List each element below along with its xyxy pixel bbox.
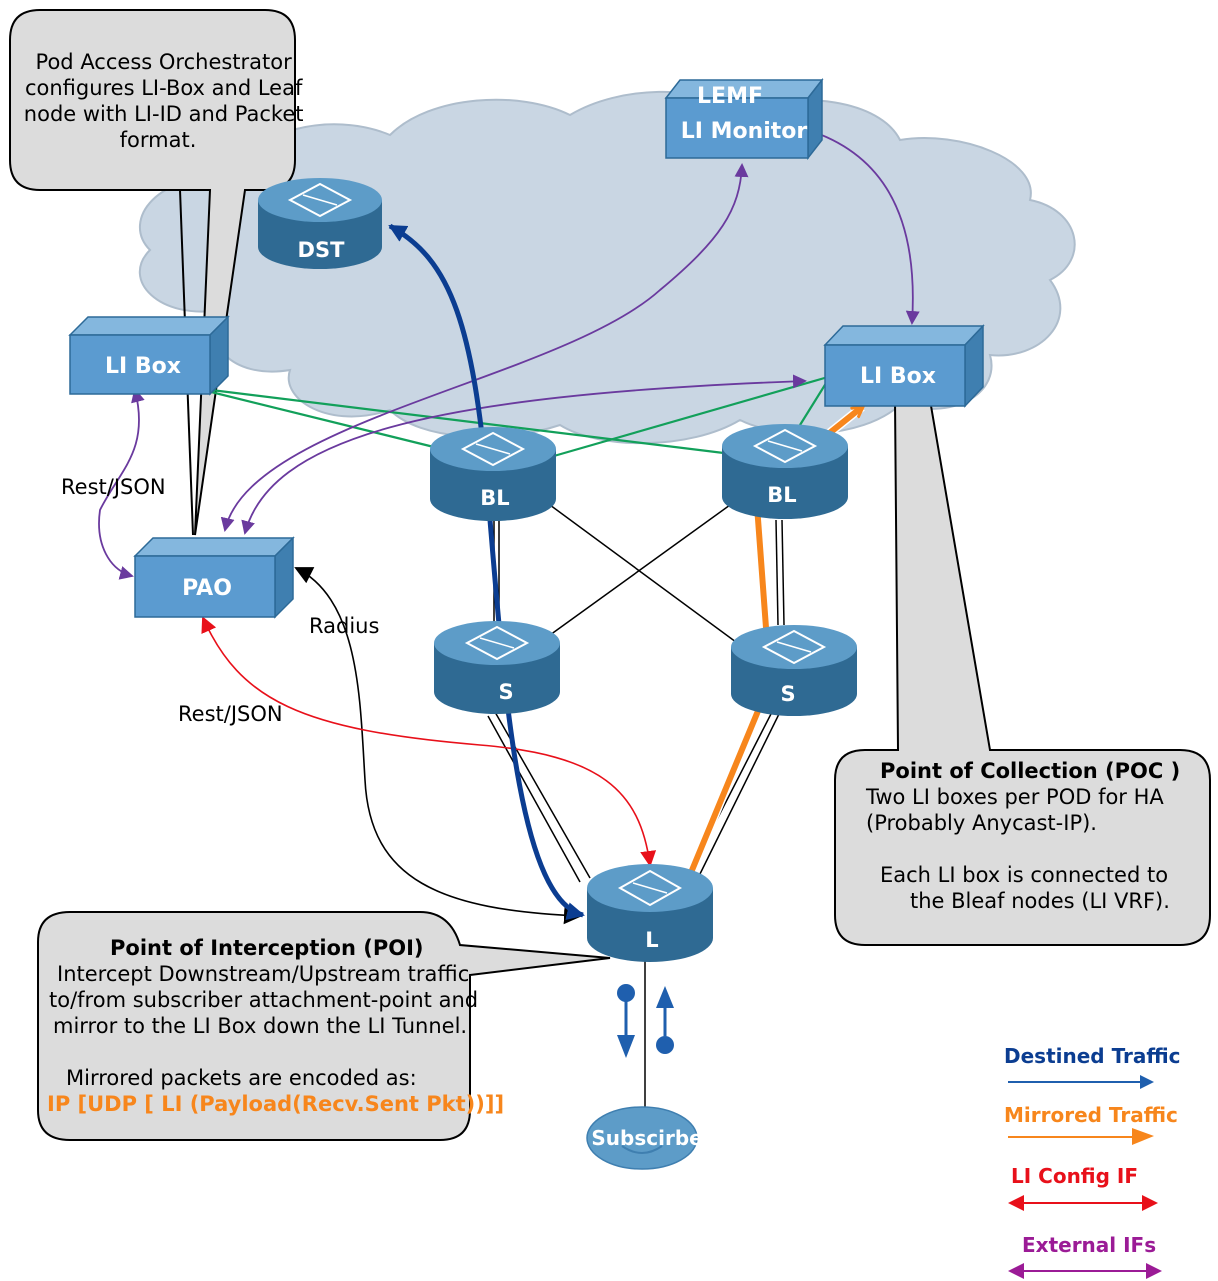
fabric-links xyxy=(487,504,785,1108)
li-box-right[interactable]: LI Box xyxy=(823,324,985,408)
poc-title: Point of Collection (POC ) xyxy=(880,759,1180,783)
subscriber-label: Subscirber xyxy=(591,1126,712,1150)
legend-external-label: External IFs xyxy=(1022,1233,1156,1257)
pao-label: PAO xyxy=(182,576,232,601)
poi-line-3: mirror to the LI Box down the LI Tunnel. xyxy=(53,1014,467,1038)
destined-traffic-path xyxy=(388,223,585,920)
rest-json-bottom-label: Rest/JSON xyxy=(178,702,283,726)
pao-box[interactable]: PAO xyxy=(133,536,295,619)
lemf-label: LEMF xyxy=(697,84,763,109)
leaf-router[interactable]: L xyxy=(587,864,713,962)
legend-mirrored-label: Mirrored Traffic xyxy=(1004,1103,1178,1127)
downstream-indicator-icon xyxy=(617,984,635,1058)
pao-note-line-1: Pod Access Orchestrator xyxy=(36,50,293,74)
poi-line-2: to/from subscriber attachment-point and xyxy=(49,988,478,1012)
pao-note-line-3: node with LI-ID and Packet xyxy=(24,102,304,126)
poc-line-2: (Probably Anycast-IP). xyxy=(866,811,1097,835)
li-monitor-label: LI Monitor xyxy=(681,119,808,144)
s-left-label: S xyxy=(498,680,513,704)
radius-label: Radius xyxy=(309,614,379,638)
li-box-right-label: LI Box xyxy=(860,364,936,389)
bl-router-left[interactable]: BL xyxy=(430,427,556,521)
lemf-li-monitor-box[interactable]: LEMF LI Monitor xyxy=(664,77,824,161)
dst-router[interactable]: DST xyxy=(258,178,382,269)
dst-label: DST xyxy=(298,238,346,262)
legend-li-config-label: LI Config IF xyxy=(1011,1164,1138,1188)
poi-line-1: Intercept Downstream/Upstream traffic xyxy=(57,962,469,986)
poi-encoding: IP [UDP [ LI (Payload(Recv.Sent Pkt))]] xyxy=(47,1092,504,1116)
poc-line-4: Each LI box is connected to xyxy=(880,863,1168,887)
s-right-label: S xyxy=(780,682,795,706)
poc-line-5: the Bleaf nodes (LI VRF). xyxy=(910,889,1170,913)
legend-mirrored-swatch xyxy=(1008,1128,1154,1145)
bl-left-label: BL xyxy=(480,486,509,510)
subscriber-node[interactable]: Subscirber xyxy=(586,1106,713,1170)
svg-text:Pod Access Orchestrator co: Pod Access Orchestrator configures LI-Bo… xyxy=(24,50,310,152)
poi-title: Point of Interception (POI) xyxy=(110,936,424,960)
leaf-label: L xyxy=(645,928,658,952)
poc-callout xyxy=(834,399,1211,946)
poi-line-5: Mirrored packets are encoded as: xyxy=(66,1066,417,1090)
svg-text:Point of Interception (POI): Point of Interception (POI) Intercept Do… xyxy=(47,936,504,1116)
bl-router-right[interactable]: BL xyxy=(722,424,848,519)
bl-right-label: BL xyxy=(767,483,796,507)
legend: Destined Traffic Mirrored Traffic LI Con… xyxy=(1004,1044,1181,1279)
spine-router-right[interactable]: S xyxy=(731,625,857,716)
legend-destined-label: Destined Traffic xyxy=(1004,1044,1181,1068)
li-box-left-label: LI Box xyxy=(105,354,181,379)
poi-callout xyxy=(37,911,611,1141)
rest-json-left-label: Rest/JSON xyxy=(61,475,166,499)
li-box-left[interactable]: LI Box xyxy=(68,315,230,396)
pao-note-line-2: configures LI-Box and Leaf xyxy=(25,76,303,100)
spine-router-left[interactable]: S xyxy=(434,621,560,714)
poc-line-1: Two LI boxes per POD for HA xyxy=(865,785,1164,809)
pao-note-line-4: format. xyxy=(120,128,197,152)
upstream-indicator-icon xyxy=(656,986,674,1054)
li-config-link xyxy=(201,616,657,867)
svg-text:Point of Collection (POC ): Point of Collection (POC ) Two LI boxes … xyxy=(865,759,1187,913)
